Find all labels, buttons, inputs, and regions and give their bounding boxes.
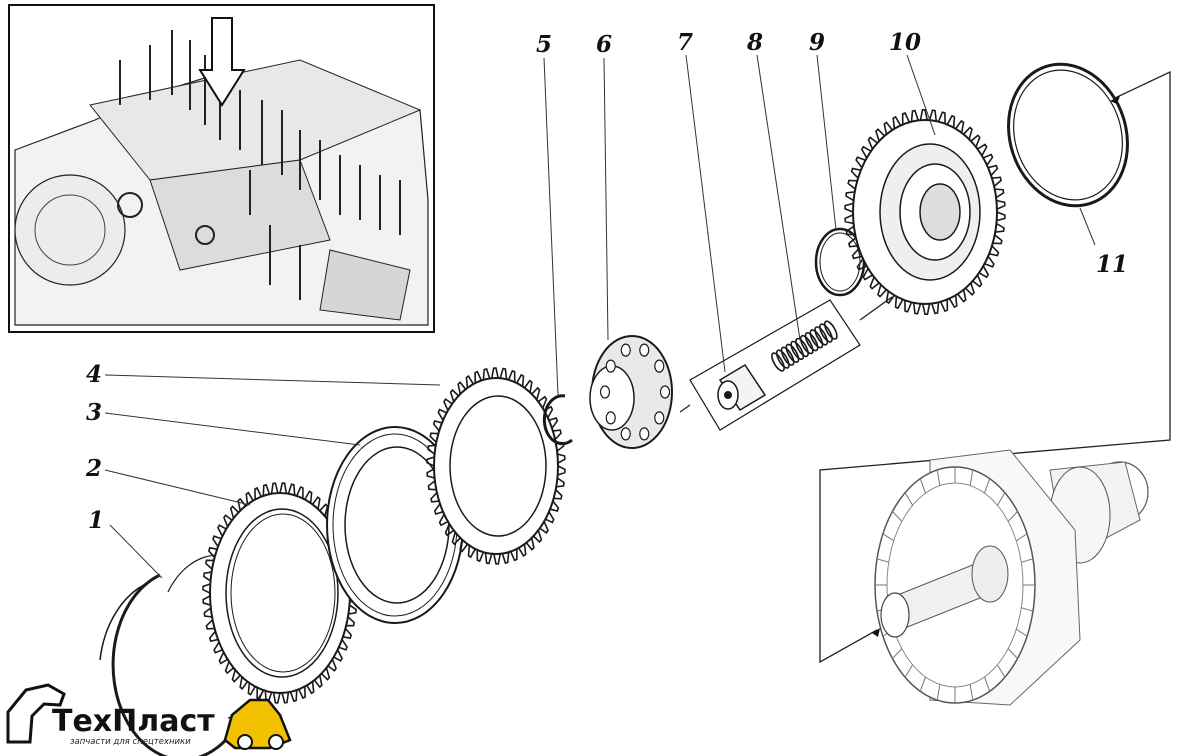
drum-tooth — [969, 469, 974, 486]
drum-tooth — [904, 492, 914, 506]
drum-tooth — [969, 684, 974, 701]
spring-coil — [809, 329, 824, 349]
hub-hole — [599, 385, 611, 399]
label-part-7: 7 — [677, 29, 693, 56]
drum-tooth — [984, 676, 991, 692]
logo-tagline: запчасти для спецтехники — [70, 737, 191, 747]
label-part-11: 11 — [1096, 251, 1128, 278]
spring-coil — [775, 349, 790, 369]
hub-hole — [659, 385, 671, 399]
spring-coil — [819, 323, 833, 343]
part-11-seal-ring — [1007, 62, 1129, 208]
part-6-splined-hub — [589, 335, 673, 449]
spring-coil — [814, 326, 829, 346]
drum-tooth — [996, 664, 1006, 678]
leader-lines — [104, 54, 1096, 579]
loader-icon — [223, 698, 292, 750]
part-7-sleeve — [717, 363, 767, 412]
hub-hole — [620, 343, 631, 357]
hub-hole — [605, 359, 616, 373]
spring-coil — [799, 334, 814, 355]
spring-coil — [780, 346, 795, 366]
svg-text:ТехПласт: ТехПласт — [52, 704, 215, 739]
parts-7-8-bracket — [679, 296, 893, 431]
label-part-2: 2 — [85, 455, 102, 482]
excavator-icon — [6, 683, 66, 744]
part-4-toothed-disc — [426, 367, 566, 565]
drum-tooth — [1021, 558, 1034, 563]
drum-tooth — [1015, 628, 1028, 637]
drum-tooth — [876, 558, 889, 563]
hub-hole — [620, 427, 631, 441]
hub-hole — [639, 427, 650, 441]
label-part-3: 3 — [86, 399, 102, 426]
drum-tooth — [882, 533, 895, 542]
hub-hole — [654, 359, 665, 373]
drum-tooth — [919, 478, 926, 494]
spring-coil — [804, 332, 819, 352]
label-part-9: 9 — [809, 29, 825, 56]
label-part-6: 6 — [596, 31, 612, 58]
spring-coil — [785, 343, 800, 363]
drum-tooth — [1007, 648, 1018, 659]
drum-tooth — [892, 511, 903, 522]
hub-hole — [639, 343, 650, 357]
drum-tooth — [936, 684, 941, 701]
part-8-spring — [771, 320, 838, 372]
pointer-arrow — [198, 17, 246, 107]
spring-coil — [795, 337, 809, 358]
inset-housing-view — [8, 4, 435, 333]
drum-tooth — [936, 469, 941, 486]
clutch-drum-assembly — [874, 449, 1149, 706]
part-5-snap-ring — [542, 394, 573, 446]
drum-tooth — [919, 676, 926, 692]
techplast-logo: ТехПласт запчасти для спецтехники — [6, 683, 292, 750]
drum-tooth — [996, 492, 1006, 506]
spring-coil — [790, 340, 805, 361]
logo-name-part1: Тех — [52, 704, 112, 739]
drum-tooth — [1007, 511, 1018, 522]
label-part-5: 5 — [536, 31, 552, 58]
spring-coil — [823, 320, 838, 340]
label-part-1: 1 — [88, 507, 104, 534]
label-part-10: 10 — [889, 29, 921, 56]
spring-coil — [771, 352, 785, 372]
part-labels: 1 2 3 4 5 6 7 8 9 10 11 — [85, 29, 1128, 534]
drum-tooth — [1021, 607, 1034, 612]
logo-name-part2: Пласт — [112, 704, 215, 739]
label-part-8: 8 — [746, 29, 763, 56]
hub-hole — [605, 411, 616, 425]
drum-tooth — [904, 664, 914, 678]
drum-tooth — [1015, 533, 1028, 542]
part-10-toothed-piston — [844, 108, 1006, 316]
drum-tooth — [984, 478, 991, 494]
label-part-4: 4 — [86, 361, 102, 388]
hub-hole — [654, 411, 665, 425]
drum-tooth — [892, 648, 903, 659]
